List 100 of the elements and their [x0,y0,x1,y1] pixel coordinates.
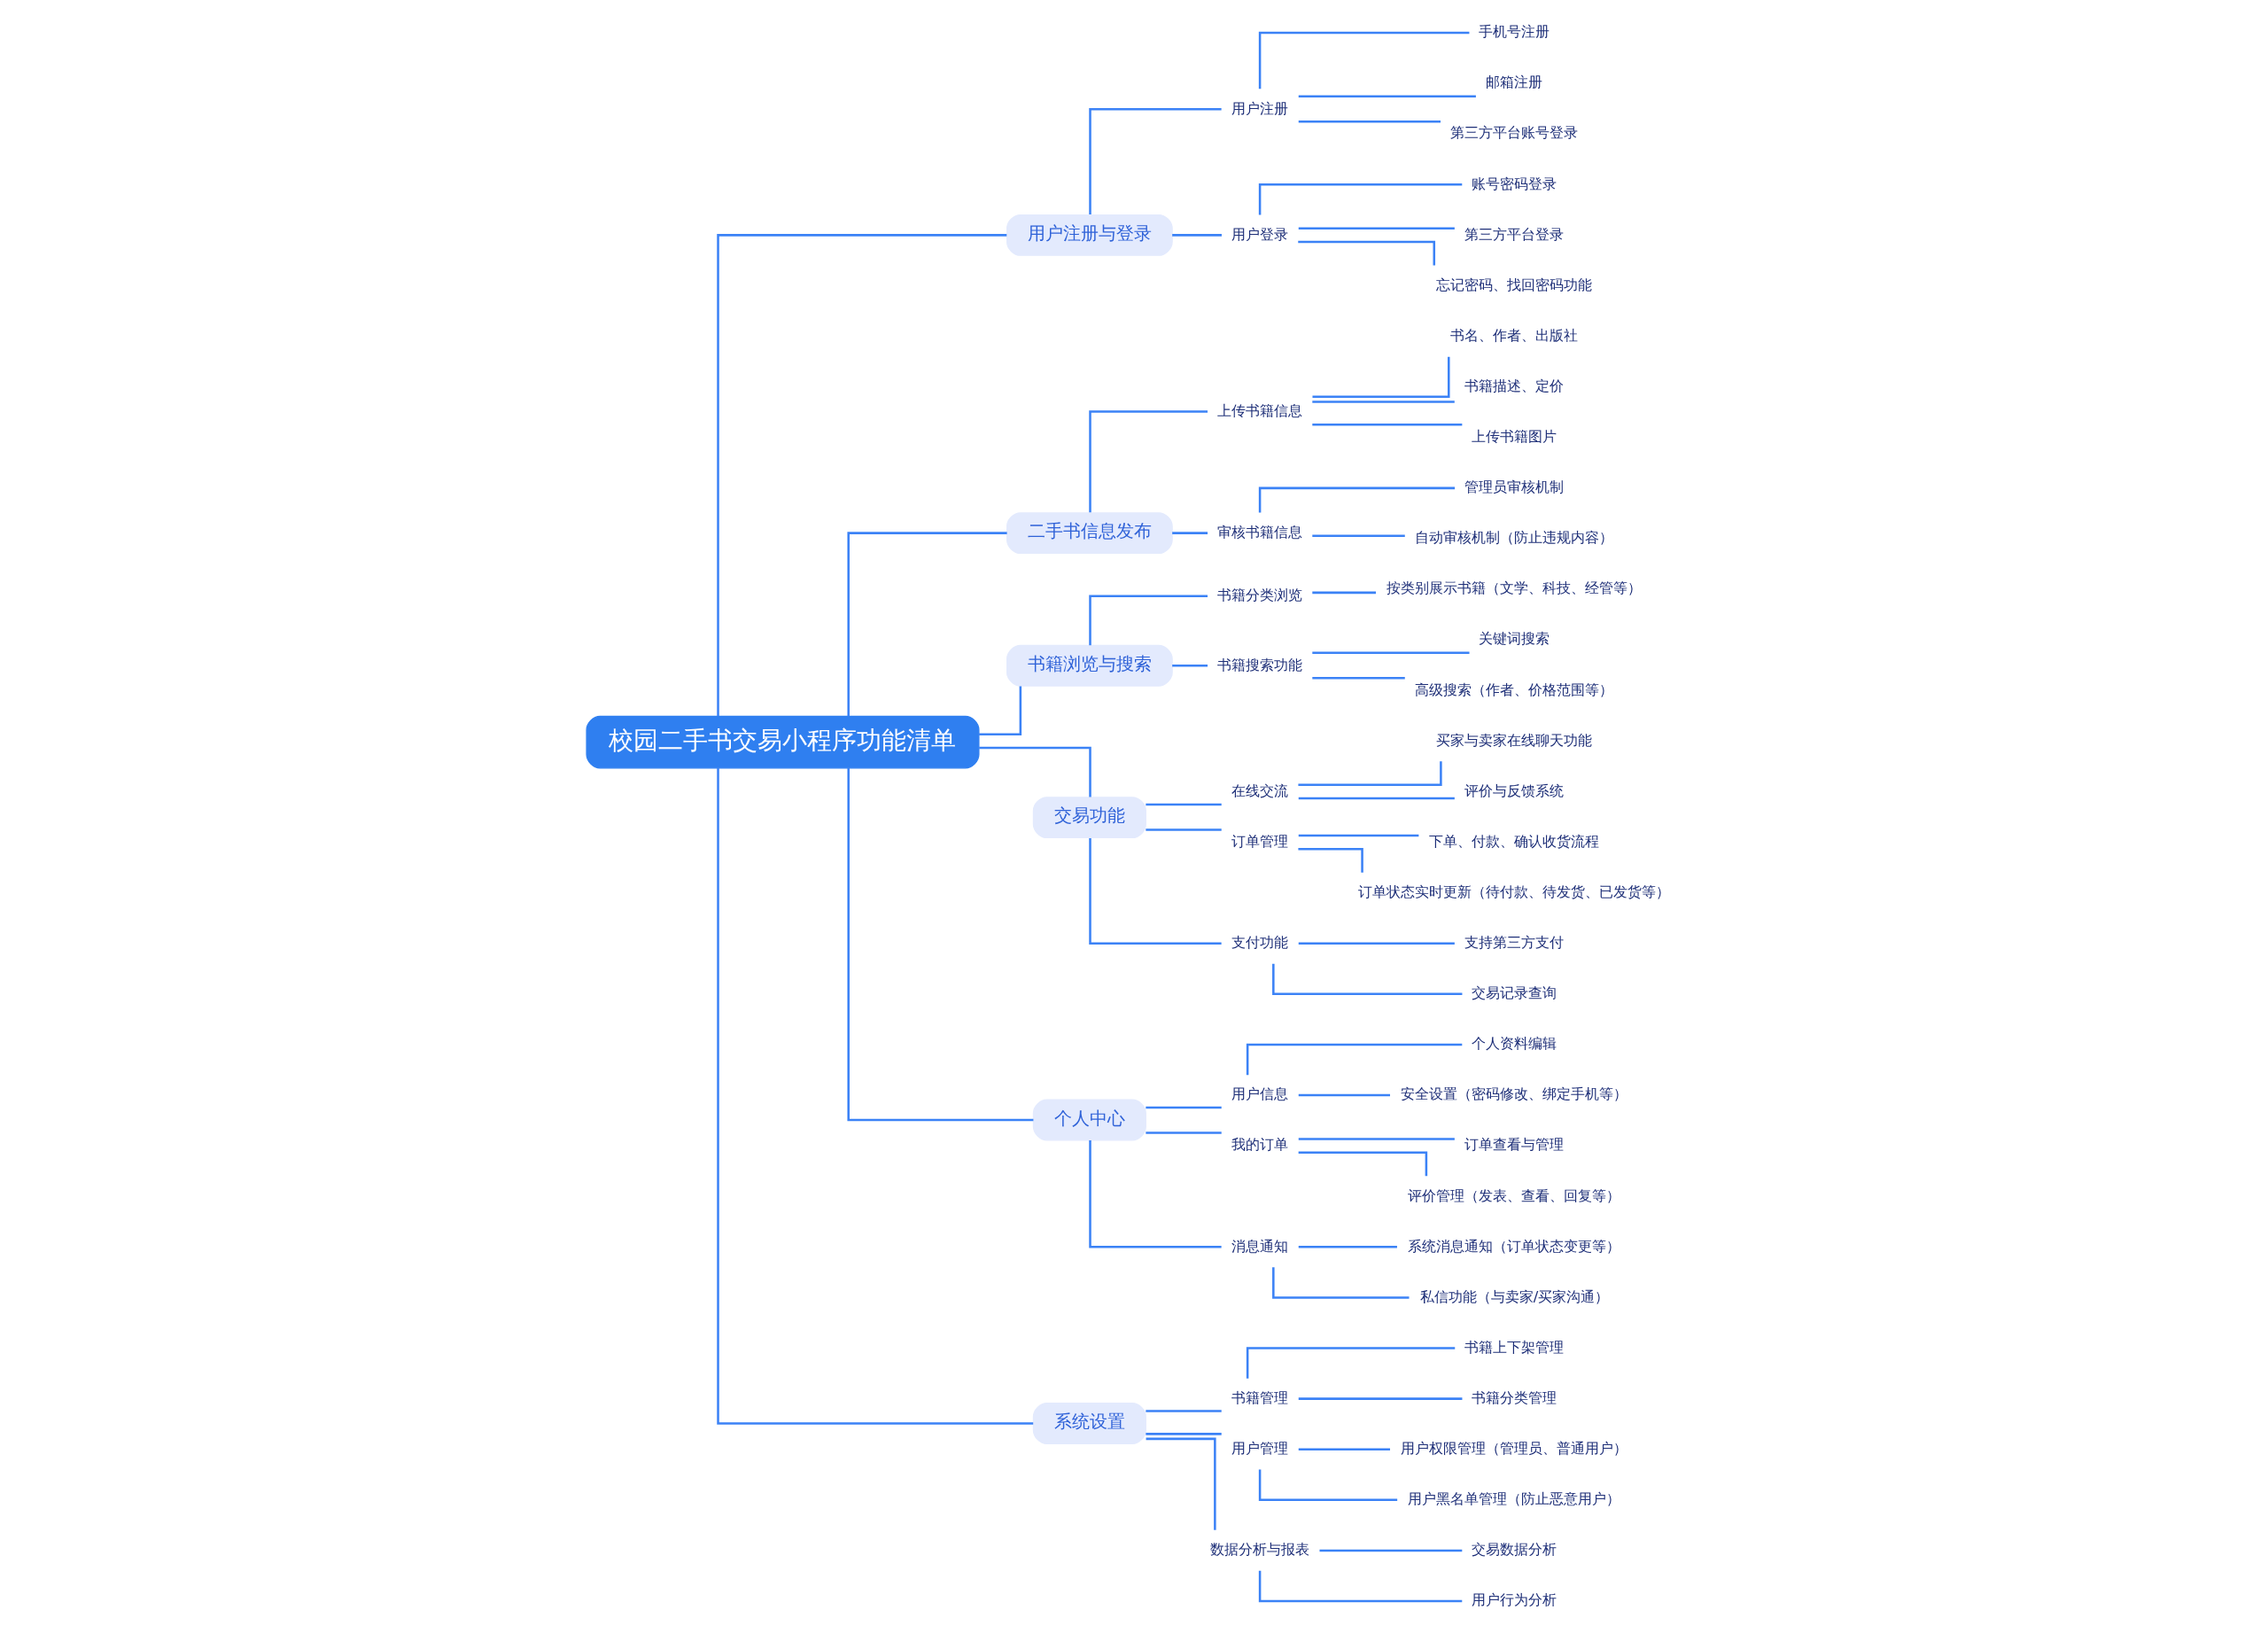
node-text: 书名、作者、出版社 [1450,326,1579,344]
node-text: 消息通知 [1231,1237,1289,1255]
node-text: 第三方平台账号登录 [1450,123,1579,141]
node-text: 账号密码登录 [1472,175,1557,192]
connector [1146,1409,1222,1412]
node-box: 个人中心 [1032,1098,1146,1140]
connector [1146,803,1222,805]
connector [979,686,1022,735]
node-text: 用户注册 [1231,99,1289,117]
connector [1089,107,1222,214]
node-text: 第三方平台登录 [1464,225,1565,243]
connector [1298,941,1455,945]
connector [847,767,1034,1121]
node-text: 用户黑名单管理（防止恶意用户） [1408,1489,1621,1507]
node-text: 支付功能 [1231,933,1289,951]
connector [1298,1151,1428,1176]
connector [1172,664,1208,667]
connector [1172,233,1222,237]
node-text: 下单、付款、确认收货流程 [1429,832,1600,850]
connector [1298,240,1436,265]
connector [1312,423,1463,425]
connector [1298,1396,1463,1400]
node-text: 书籍描述、定价 [1464,377,1565,394]
connector [1146,1432,1222,1435]
node-text: 书籍上下架管理 [1464,1338,1565,1356]
connector [1312,676,1405,680]
node-text: 手机号注册 [1479,22,1550,40]
connector [1089,409,1208,512]
node-text: 交易数据分析 [1472,1540,1557,1558]
connector [1312,534,1405,537]
node-text: 用户行为分析 [1472,1590,1557,1608]
node-box: 用户注册与登录 [1006,214,1173,256]
node-text: 上传书籍信息 [1217,401,1303,419]
node-text: 订单查看与管理 [1464,1135,1565,1153]
connector [1146,1106,1222,1108]
node-box: 二手书信息发布 [1006,511,1173,554]
node-text: 用户信息 [1231,1085,1289,1102]
node-text: 用户管理 [1231,1439,1289,1457]
node-text: 数据分析与报表 [1210,1540,1310,1558]
connector [1298,797,1455,799]
node-text: 上传书籍图片 [1472,427,1557,445]
node-text: 安全设置（密码修改、绑定手机等） [1401,1085,1628,1102]
node-box: 系统设置 [1032,1402,1146,1444]
connector [1319,1549,1463,1551]
connector [1089,837,1222,945]
connector [847,531,1007,716]
node-text: 按类别展示书籍（文学、科技、经管等） [1386,579,1643,596]
connector [1298,1245,1397,1248]
connector [717,233,1007,716]
node-box: 交易功能 [1032,796,1146,838]
node-text: 书籍管理 [1231,1388,1289,1406]
connector [979,746,1091,797]
node-text: 私信功能（与卖家/买家沟通） [1419,1287,1610,1305]
node-text: 管理员审核机制 [1464,478,1565,495]
connector [1246,1346,1456,1379]
node-box: 书籍浏览与搜索 [1006,644,1173,687]
connector [1298,760,1442,786]
connector [1298,94,1476,97]
node-text: 用户权限管理（管理员、普通用户） [1401,1439,1628,1457]
node-text: 审核书籍信息 [1217,523,1303,540]
connector [1258,183,1463,214]
connector [1312,356,1450,398]
node-text: 高级搜索（作者、价格范围等） [1415,680,1614,698]
connector [1298,227,1455,229]
connector [1272,1266,1410,1299]
node-text: 邮箱注册 [1486,73,1543,90]
connector [1246,1043,1463,1075]
node-text: 书籍分类浏览 [1217,586,1303,603]
connector [1298,834,1419,836]
node-text: 自动审核机制（防止违规内容） [1415,528,1614,546]
node-text: 订单管理 [1231,832,1289,850]
node-text: 评价与反馈系统 [1464,782,1565,799]
connector [1172,531,1208,534]
node-text: 交易记录查询 [1472,984,1557,1001]
node-text: 书籍搜索功能 [1217,656,1303,673]
node-text: 用户登录 [1231,225,1289,243]
connector [1089,1139,1222,1248]
node-text: 评价管理（发表、查看、回复等） [1408,1186,1621,1204]
connector [1298,1447,1390,1450]
connector [1312,400,1455,403]
connector [1298,120,1441,122]
node-text: 个人资料编辑 [1472,1034,1557,1052]
node-text: 在线交流 [1231,782,1289,799]
connector [1146,1131,1222,1134]
node-text: 买家与卖家在线聊天功能 [1436,731,1593,749]
connector [1298,1093,1390,1096]
node-text: 关键词搜索 [1479,629,1550,647]
node-text: 我的订单 [1231,1135,1289,1153]
connector [1089,594,1208,645]
node-text: 书籍分类管理 [1472,1388,1557,1406]
connector [1146,828,1222,831]
connector [1312,651,1470,654]
connector [1272,963,1463,995]
node-text: 忘记密码、找回密码功能 [1436,276,1593,293]
connector [1146,1437,1216,1530]
connector [1298,1137,1455,1140]
node-text: 支持第三方支付 [1464,933,1565,951]
node-box: 校园二手书交易小程序功能清单 [586,715,980,768]
node-text: 订单状态实时更新（待付款、待发货、已发货等） [1358,883,1671,900]
connector [1258,31,1470,89]
